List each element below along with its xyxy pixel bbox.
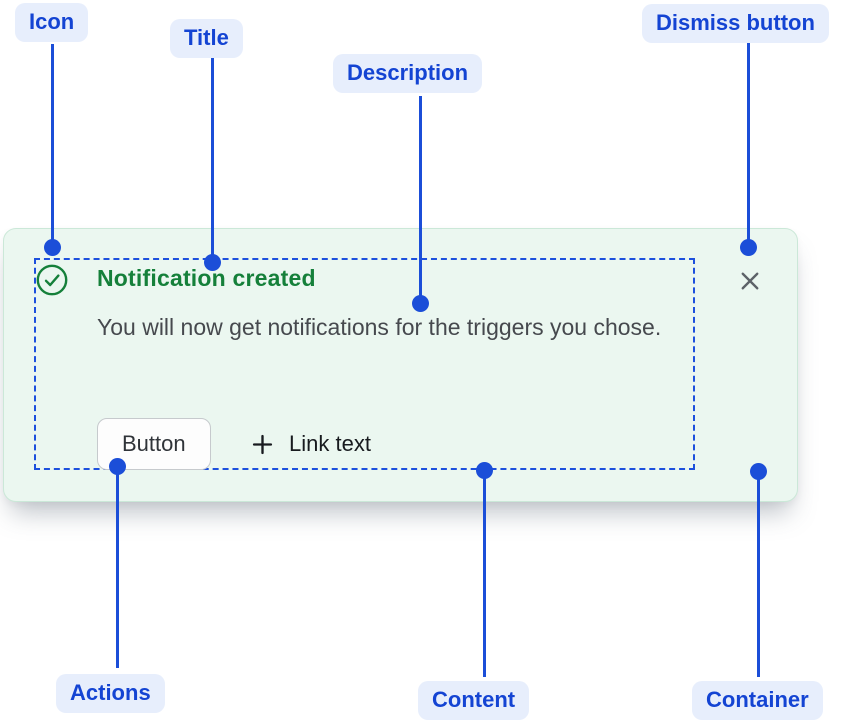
connector-dot-description [412,295,429,312]
connector-dot-title [204,254,221,271]
dismiss-button[interactable] [735,265,767,297]
annotation-label-description: Description [333,54,483,93]
check-circle-icon [36,264,68,296]
connector-line-container [757,471,760,677]
connector-line-dismiss [747,42,750,247]
connector-line-content [483,470,486,677]
connector-dot-container [750,463,767,480]
connector-line-actions [116,466,119,668]
connector-line-icon [51,44,54,247]
annotation-label-dismiss: Dismiss button [642,4,829,43]
notification-description: You will now get notifications for the t… [97,314,662,340]
connector-line-description [419,96,422,303]
content-region-outline [34,258,695,470]
notification-title: Notification created [97,265,316,291]
connector-dot-actions [109,458,126,475]
annotation-label-actions: Actions [56,674,165,713]
annotation-label-content: Content [418,681,530,720]
connector-dot-content [476,462,493,479]
connector-line-title [211,58,214,262]
close-icon [735,266,767,296]
connector-dot-dismiss [740,239,757,256]
link-label: Link text [289,431,371,456]
annotation-label-icon: Icon [15,3,89,42]
annotation-label-container: Container [692,681,823,720]
notification-container: Notification created You will now get no… [3,228,798,502]
annotation-label-title: Title [170,19,243,58]
plus-icon [249,431,276,458]
action-link[interactable]: Link text [249,418,371,470]
connector-dot-icon [44,239,61,256]
